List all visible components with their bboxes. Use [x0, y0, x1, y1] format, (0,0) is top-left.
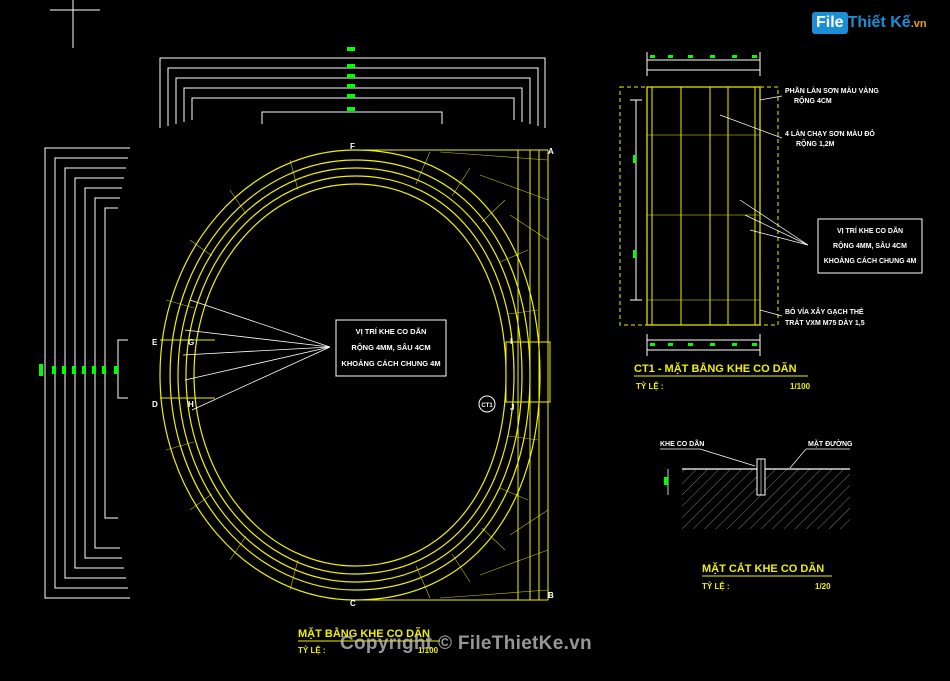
note3-line-1: VỊ TRÍ KHE CO DÃN: [837, 226, 903, 235]
detail-strip: [619, 86, 779, 326]
track-frame: [160, 149, 551, 601]
copyright-watermark: Copyright © FileThietKe.vn: [340, 633, 592, 654]
top-dimension-chains: [159, 57, 546, 128]
detail-marker-text: CT1: [481, 403, 493, 409]
label-A: A: [548, 147, 554, 156]
note4-line-1: BÓ VỈA XÂY GẠCH THẺ: [785, 307, 864, 316]
section-scale-label: TỶ LỆ :: [702, 582, 730, 591]
note1-line-2: RỘNG 4CM: [794, 96, 832, 105]
label-B: B: [548, 591, 554, 600]
section-label-joint: KHE CO DÃN: [660, 439, 704, 448]
plan-scale-label: TỶ LỆ :: [298, 646, 326, 655]
logo-suffix: .vn: [910, 18, 927, 30]
joint-radials: [165, 151, 549, 599]
label-H: H: [188, 400, 194, 409]
plan-note-line-1: VỊ TRÍ KHE CO DÃN: [356, 327, 427, 336]
plan-note-line-2: RỘNG 4MM, SÂU 4CM: [351, 343, 430, 352]
plan-note-line-3: KHOẢNG CÁCH CHUNG 4M: [341, 359, 440, 368]
detail-title-block: CT1 - MẶT BẰNG KHE CO DÃN TỶ LỆ : 1/100: [634, 362, 811, 391]
section-label-road: MẶT ĐƯỜNG: [808, 439, 853, 448]
label-C: C: [350, 599, 356, 608]
note2-line-2: RỘNG 1,2M: [796, 139, 835, 148]
detail-scale-value: 1/100: [790, 382, 811, 391]
section-title-block: MẶT CẮT KHE CO DÃN TỶ LỆ : 1/20: [702, 562, 832, 591]
leader-fan: [182, 299, 331, 411]
detail-scale-label: TỶ LỆ :: [636, 382, 664, 391]
ucs-crosshair: [50, 0, 100, 48]
plan-note: VỊ TRÍ KHE CO DÃN RỘNG 4MM, SÂU 4CM KHOẢ…: [335, 319, 447, 377]
label-D: D: [152, 400, 158, 409]
detail-marker: CT1: [478, 395, 496, 413]
plan-scale-value: 1/100: [418, 646, 439, 655]
detail-leaders: [719, 95, 809, 317]
label-E: E: [152, 338, 158, 347]
detail-title: CT1 - MẶT BẰNG KHE CO DÃN: [634, 362, 797, 375]
note3-line-3: KHOẢNG CÁCH CHUNG 4M: [824, 256, 917, 265]
plan-title-block: MẶT BẰNG KHE CO DÃN TỶ LỆ : 1/100: [298, 627, 440, 655]
section-title: MẶT CẮT KHE CO DÃN: [702, 562, 824, 575]
label-F: F: [350, 142, 355, 151]
label-J: J: [510, 403, 514, 412]
logo-rest: Thiết Kế: [847, 14, 911, 31]
detail-notes: PHẦN LÀN SƠN MÀU VÀNG RỘNG 4CM 4 LÀN CHẠ…: [785, 85, 923, 327]
note2-line-1: 4 LÀN CHẠY SƠN MÀU ĐỎ: [785, 129, 875, 138]
plan-title: MẶT BẰNG KHE CO DÃN: [298, 627, 430, 640]
point-labels: F A B C E D G H I J: [152, 142, 554, 608]
note4-line-2: TRÁT VXM M75 DÀY 1,5: [785, 318, 865, 327]
section-drawing: KHE CO DÃN MẶT ĐƯỜNG: [660, 439, 853, 529]
section-scale-value: 1/20: [815, 582, 831, 591]
top-dim-ticks: [347, 47, 355, 111]
detail-dims: [630, 52, 761, 356]
label-G: G: [188, 338, 194, 347]
label-I: I: [510, 337, 512, 346]
logo-main: File: [812, 12, 848, 34]
left-dim-ticks: [39, 364, 118, 376]
note3-line-2: RỘNG 4MM, SÂU 4CM: [833, 241, 907, 250]
detail-dim-ticks: [633, 55, 757, 346]
note1-line-1: PHẦN LÀN SƠN MÀU VÀNG: [785, 85, 879, 95]
